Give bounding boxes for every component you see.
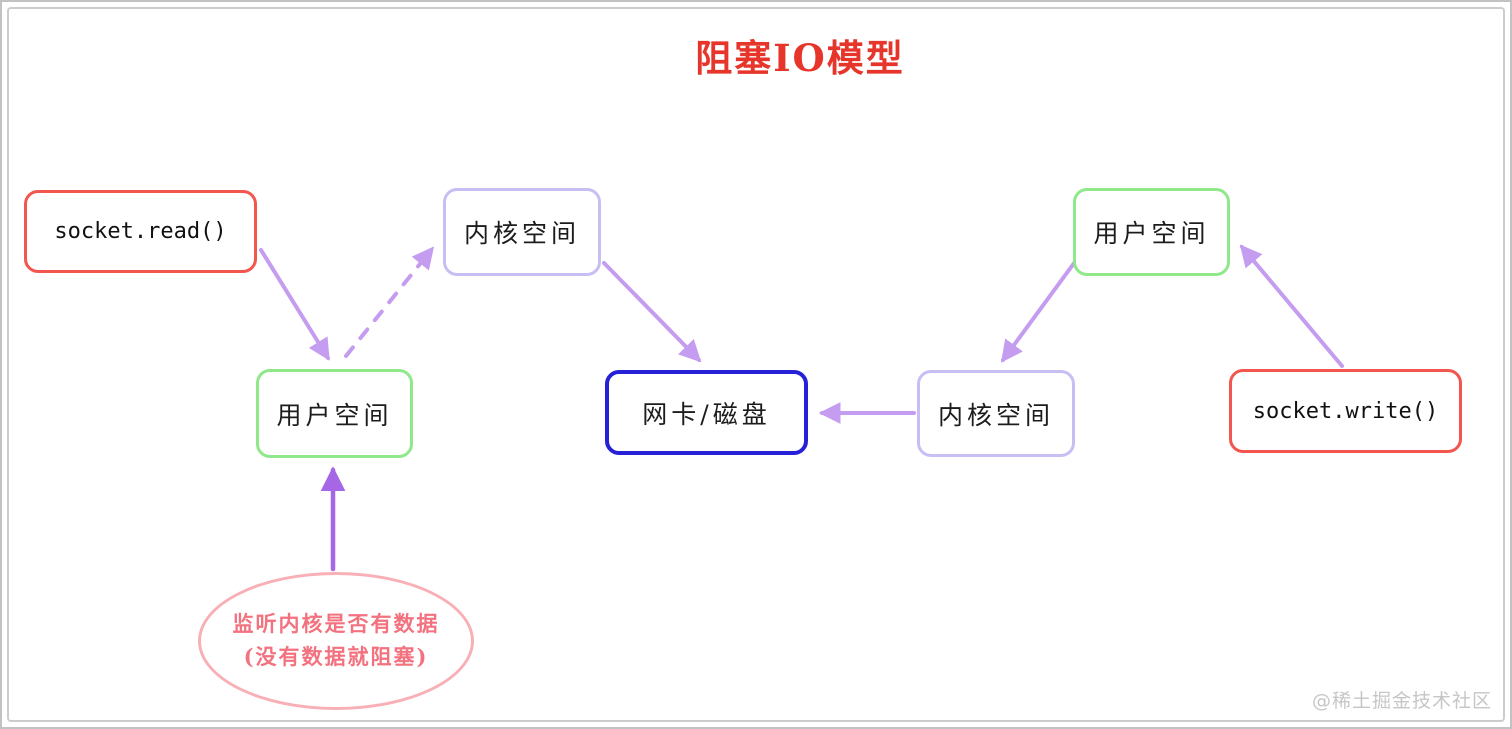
node-user-space-left: 用户空间: [256, 369, 413, 458]
node-kernel-space-left: 内核空间: [443, 188, 601, 276]
annotation-line1: 监听内核是否有数据: [232, 611, 440, 637]
annotation-line2: (没有数据就阻塞): [243, 644, 429, 669]
edge-write-to-userright: [1239, 244, 1344, 368]
node-kernel-space-right: 内核空间: [917, 370, 1075, 457]
listen-annotation-ellipse: 监听内核是否有数据 (没有数据就阻塞): [198, 572, 474, 710]
edge-userspace-to-kernel-dashed: [344, 246, 435, 358]
edge-read-to-userspace: [259, 248, 330, 361]
node-socket-read: socket.read(): [24, 190, 257, 273]
edge-kernel-to-nic: [602, 261, 702, 363]
diagram-title: 阻塞IO模型: [695, 36, 905, 80]
edge-userright-to-kernelright: [1001, 253, 1082, 363]
watermark: @稀土掘金技术社区: [1311, 690, 1492, 712]
node-socket-write: socket.write(): [1229, 369, 1462, 453]
node-nic-disk: 网卡/磁盘: [605, 370, 808, 455]
node-user-space-right: 用户空间: [1073, 188, 1230, 276]
